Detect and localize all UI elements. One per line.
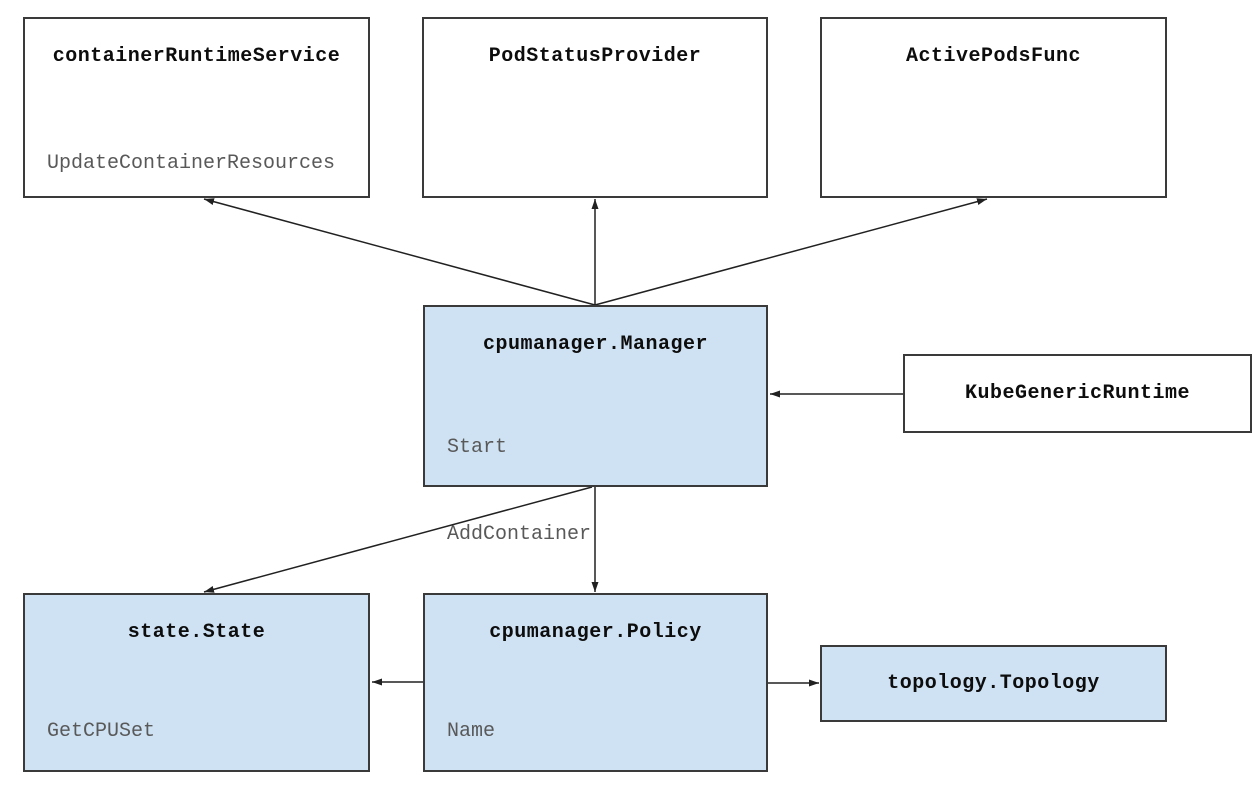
- node-active-pods-func: ActivePodsFunc: [820, 17, 1167, 198]
- node-topology-topology: topology.Topology: [820, 645, 1167, 722]
- node-title: cpumanager.Manager: [482, 333, 709, 356]
- node-state-state: state.State GetCPUSet GetDefaultCPUSet S…: [23, 593, 370, 772]
- node-cpumanager-policy: cpumanager.Policy Name AddContainer Remo…: [423, 593, 768, 772]
- node-cpumanager-manager: cpumanager.Manager Start AddContainer Re…: [423, 305, 768, 720]
- node-title: cpumanager.Policy: [489, 621, 702, 644]
- node-title: containerRuntimeService: [52, 45, 341, 68]
- node-title: ActivePodsFunc: [905, 45, 1082, 68]
- node-title: state.State: [127, 621, 266, 644]
- method-label: UpdateContainerResources: [47, 152, 336, 175]
- node-title: topology.Topology: [887, 672, 1100, 695]
- method-label: Name: [447, 720, 496, 743]
- edge-manager-to-activepodsfunc: [594, 198, 988, 306]
- node-methods: UpdateContainerResources: [47, 91, 360, 236]
- node-methods: GetCPUSet GetDefaultCPUSet SetCPUSet Set…: [47, 659, 360, 788]
- node-pod-status-provider: PodStatusProvider: [422, 17, 768, 198]
- node-methods: Name AddContainer RemoveContainer: [447, 659, 758, 788]
- node-container-runtime-service: containerRuntimeService UpdateContainerR…: [23, 17, 370, 198]
- method-label: AddContainer: [447, 523, 592, 546]
- node-title: KubeGenericRuntime: [964, 382, 1191, 405]
- method-label: GetCPUSet: [47, 720, 156, 743]
- node-title: PodStatusProvider: [488, 45, 702, 68]
- node-kube-generic-runtime: KubeGenericRuntime: [903, 354, 1252, 433]
- method-label: Start: [447, 436, 508, 459]
